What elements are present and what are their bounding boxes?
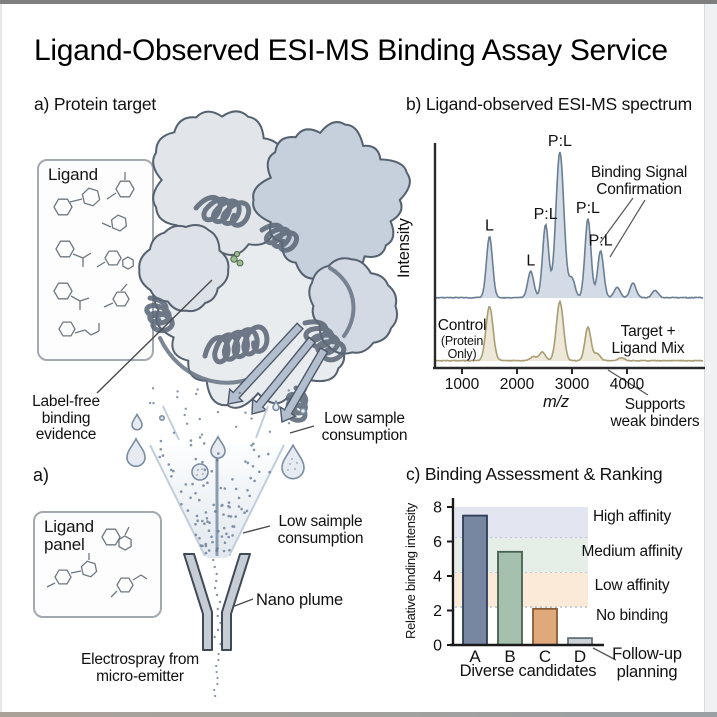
follow-up-note: Follow-up planning — [585, 645, 709, 682]
peak-label: L — [526, 253, 535, 270]
ligand-panel-box: Ligand panel — [33, 511, 162, 618]
protein-beta-sheets — [227, 322, 329, 424]
supports-pointer — [607, 369, 649, 396]
emitter-icon — [183, 553, 251, 651]
ligand-panel-structures — [46, 526, 148, 598]
zone-label-low: Low affinity — [594, 577, 670, 594]
y-tick-label: 4 — [433, 569, 442, 586]
x-tick-label: 3000 — [555, 376, 590, 393]
figure-title: Ligand-Observed ESI-MS Binding Assay Ser… — [34, 34, 668, 67]
molecule-icon — [46, 526, 148, 598]
target-mix-line1: Target + — [620, 323, 676, 340]
supports-line2: weak binders — [610, 412, 700, 430]
screen-edge-left — [0, 4, 2, 712]
molecule-icon — [53, 172, 135, 337]
control-label: Control (Protein Only) — [430, 317, 494, 361]
panel-a2-label: a) — [33, 465, 50, 485]
control-trace-line — [435, 299, 704, 362]
peak-label: P:L — [534, 206, 558, 223]
bar-A — [462, 514, 488, 646]
bar-C — [532, 607, 558, 646]
y-tick-label: 8 — [433, 500, 442, 517]
low-sample-note-1: Low sample consumption — [312, 410, 417, 444]
category-label: A — [469, 647, 481, 666]
follow-up-line1: Follow-up — [612, 645, 682, 663]
panel-c-label: c) Binding Assessment & Ranking — [406, 464, 663, 484]
zone-label-high: High affinity — [592, 508, 672, 525]
binding-signal-note: Binding Signal Confirmation — [572, 164, 706, 198]
zone-label-medium: Medium affinity — [581, 543, 683, 560]
label-free-line2: binding — [41, 409, 91, 427]
followup-pointer — [592, 647, 617, 661]
low-sample-2-line1: Low saimple — [278, 513, 363, 530]
zone-label-nobinding: No binding — [595, 607, 669, 624]
mz-axis-label: m/z — [543, 393, 569, 411]
ligand-structures — [53, 172, 135, 337]
low-sample-note-2: Low saimple consumption — [268, 513, 373, 547]
pointer-lines — [96, 279, 315, 608]
mix-trace-line — [435, 151, 704, 299]
ligand-box-title: Ligand — [48, 165, 98, 184]
category-label: B — [504, 647, 515, 666]
target-mix-label: Target + Ligand Mix — [598, 323, 698, 357]
y-tick-label: 0 — [433, 638, 442, 655]
peak-label: P:L — [576, 200, 600, 217]
x-tick-label: 1000 — [445, 376, 480, 393]
esi-ms-spectrum-chart: L L P:L P:L P:L P:L 1000 2000 3000 4000 — [433, 133, 705, 396]
screen-edge-right — [704, 4, 717, 712]
binding-signal-line1: Binding Signal — [590, 164, 688, 181]
electrospray-label: Electrospray from micro-emitter — [70, 651, 210, 685]
x-tick-label: 4000 — [610, 376, 645, 393]
screen-edge-bottom — [0, 712, 717, 717]
relative-binding-axis-label: Relative binding intensity — [403, 502, 418, 639]
supports-line1: Supports — [624, 396, 686, 413]
ligand-panel-title-line1: Ligand — [44, 517, 94, 536]
bar-B — [497, 550, 523, 646]
target-mix-line2: Ligand Mix — [611, 339, 685, 357]
category-label: C — [539, 647, 551, 666]
protein-electrospray-illustration — [96, 110, 411, 698]
label-free-note: Label-free binding evidence — [20, 393, 112, 444]
bound-ligand-icon — [230, 250, 244, 267]
low-sample-2-line2: consumption — [277, 529, 364, 547]
control-line1: Control — [437, 317, 487, 334]
electrospray-line2: micro-emitter — [96, 667, 184, 685]
electrospray-line1: Electrospray from — [80, 651, 200, 668]
spray-dots — [148, 387, 291, 698]
low-sample-1-line2: consumption — [321, 426, 408, 444]
x-tick-label: 2000 — [500, 376, 535, 393]
y-tick-label: 6 — [433, 534, 442, 551]
nano-plume-label: Nano plume — [256, 591, 343, 609]
binding-signal-line2: Confirmation — [596, 180, 682, 198]
intensity-axis-label: Intensity — [395, 218, 413, 278]
label-free-line1: Label-free — [32, 393, 100, 410]
peak-label: P:L — [548, 133, 572, 150]
droplet-stipples — [196, 458, 298, 476]
ligand-box: Ligand — [37, 159, 154, 361]
spray-cone-edges — [149, 405, 285, 557]
binding-signal-pointer-1 — [599, 197, 634, 244]
y-tick-label: 2 — [433, 603, 442, 620]
peak-label: P:L — [589, 232, 613, 249]
control-trace-fill — [436, 301, 703, 361]
screen-edge-top — [0, 0, 717, 4]
panel-b-label: b) Ligand-observed ESI-MS spectrum — [406, 94, 692, 114]
control-line2: (Protein — [440, 333, 484, 348]
control-line3: Only) — [447, 346, 477, 361]
ligand-panel-title-line2: panel — [44, 534, 85, 554]
panel-a-label: a) Protein target — [34, 94, 157, 114]
supports-weak-binders-note: Supports weak binders — [596, 396, 714, 430]
label-free-line3: evidence — [35, 426, 97, 444]
low-sample-1-line1: Low sample — [324, 410, 405, 427]
binding-ranking-chart: 0 2 4 6 8A B C D — [433, 498, 617, 666]
category-label: D — [574, 647, 586, 666]
diverse-candidates-label: Diverse candidates — [459, 662, 597, 680]
ligand-panel-title: Ligand panel — [44, 518, 94, 554]
binding-signal-pointer-2 — [609, 199, 646, 258]
peak-label: L — [485, 218, 494, 235]
follow-up-line2: planning — [616, 662, 678, 681]
